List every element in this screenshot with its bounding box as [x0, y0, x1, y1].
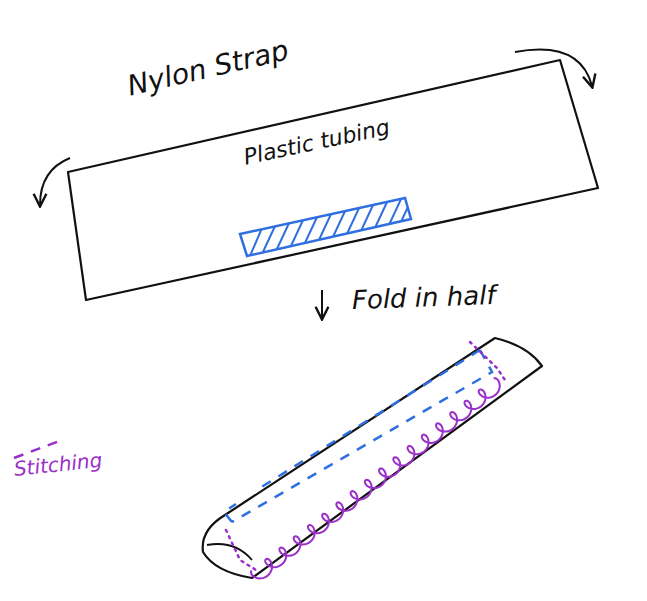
part-label: Plastic tubing [241, 115, 391, 170]
step-arrow [321, 290, 323, 318]
tubing-hatch [250, 194, 414, 256]
folded-strap-outline [203, 338, 542, 578]
part-label: Nylon Strap [125, 35, 292, 102]
fold-arrow [40, 158, 70, 205]
legend-text: Stitching [13, 448, 104, 481]
step-label: Fold in half [352, 281, 497, 315]
legend-entry: Stitching [13, 449, 103, 480]
fold-edge [207, 544, 252, 560]
fold-arrow [515, 50, 592, 86]
stitch-loops [251, 378, 500, 578]
stitch-line [226, 342, 505, 570]
